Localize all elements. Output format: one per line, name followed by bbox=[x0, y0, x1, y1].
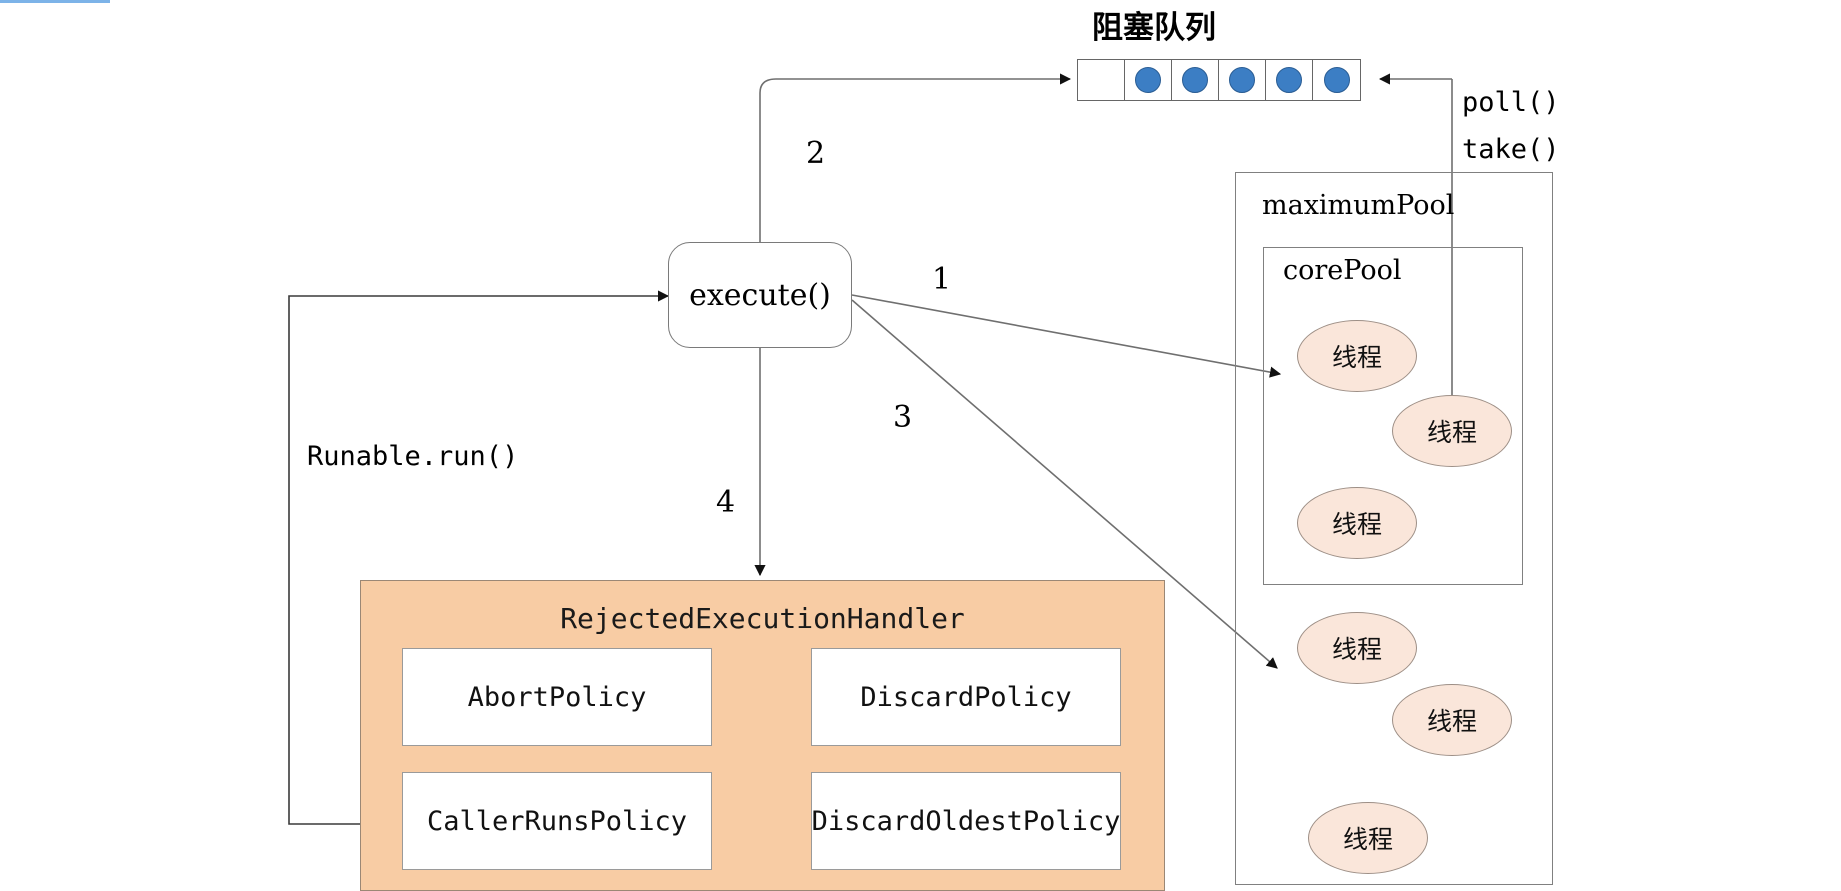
handler-title: RejectedExecutionHandler bbox=[560, 602, 965, 635]
max-thread: 线程 bbox=[1392, 684, 1512, 756]
queue-task-dot bbox=[1229, 67, 1255, 93]
core-thread: 线程 bbox=[1392, 395, 1512, 467]
step-label-2: 2 bbox=[806, 136, 826, 171]
queue-task-dot bbox=[1276, 67, 1302, 93]
step-label-1: 1 bbox=[932, 262, 952, 297]
queue-task-dot bbox=[1182, 67, 1208, 93]
queue-title: 阻塞队列 bbox=[1092, 10, 1216, 46]
queue-cell bbox=[1125, 60, 1172, 100]
poll-label: poll() bbox=[1462, 87, 1560, 118]
page-load-bar bbox=[0, 0, 110, 3]
queue-cell bbox=[1313, 60, 1360, 100]
runnable-run-label: Runable.run() bbox=[307, 441, 519, 472]
max-thread: 线程 bbox=[1308, 802, 1428, 874]
max-thread: 线程 bbox=[1297, 612, 1417, 684]
blocking-queue bbox=[1077, 59, 1361, 101]
queue-task-dot bbox=[1323, 67, 1350, 93]
policy-discard[interactable]: DiscardPolicy bbox=[811, 648, 1121, 746]
queue-cell bbox=[1078, 60, 1125, 100]
policy-caller-runs[interactable]: CallerRunsPolicy bbox=[402, 772, 712, 870]
queue-task-dot bbox=[1135, 67, 1161, 93]
core-pool-box bbox=[1263, 247, 1523, 585]
maximum-pool-box bbox=[1235, 172, 1553, 885]
step-label-4: 4 bbox=[716, 485, 736, 520]
queue-cell bbox=[1219, 60, 1266, 100]
policy-discard-oldest[interactable]: DiscardOldestPolicy bbox=[811, 772, 1121, 870]
execute-node[interactable]: execute() bbox=[668, 242, 852, 348]
queue-cell bbox=[1266, 60, 1313, 100]
edge-execute-to-corepool bbox=[851, 294, 1282, 378]
core-thread: 线程 bbox=[1297, 487, 1417, 559]
take-label: take() bbox=[1462, 134, 1560, 165]
policy-abort[interactable]: AbortPolicy bbox=[402, 648, 712, 746]
queue-cell bbox=[1172, 60, 1219, 100]
core-pool-label: corePool bbox=[1283, 255, 1402, 286]
core-thread: 线程 bbox=[1297, 320, 1417, 392]
maximum-pool-label: maximumPool bbox=[1262, 190, 1455, 221]
step-label-3: 3 bbox=[893, 400, 913, 435]
